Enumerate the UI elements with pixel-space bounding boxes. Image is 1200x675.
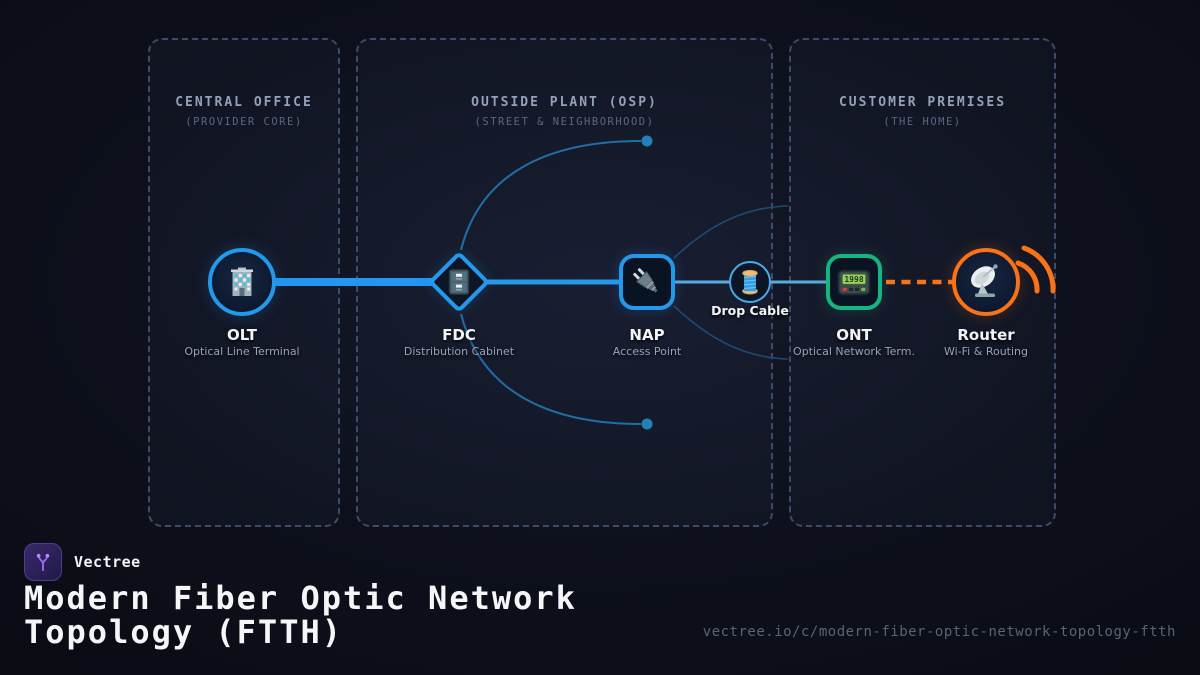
vectree-logo xyxy=(24,543,62,581)
zone-subtitle: (STREET & NEIGHBORHOOD) xyxy=(474,116,655,128)
router-sublabel: Wi-Fi & Routing xyxy=(944,345,1028,358)
wifi-wave-icon xyxy=(1015,260,1040,294)
splitter-branch-bottom xyxy=(460,313,642,425)
zone-subtitle: (PROVIDER CORE) xyxy=(185,116,303,128)
wifi-wave-icon xyxy=(1021,245,1056,294)
router-label: Router xyxy=(957,326,1015,344)
poster-title: Modern Fiber Optic Network Topology (FTT… xyxy=(24,579,577,651)
drop-cable-label: Drop Cable xyxy=(711,303,789,318)
nap-branch-bottom xyxy=(673,305,789,360)
ont-node: 1998 xyxy=(826,254,882,310)
ont-label: ONT xyxy=(836,326,872,344)
nap-node xyxy=(619,254,675,310)
fdc-node xyxy=(427,250,491,314)
router-node xyxy=(952,248,1020,316)
zone-title: CUSTOMER PREMISES xyxy=(838,95,1007,110)
branch-tree-icon xyxy=(36,553,50,572)
drop-cable-node xyxy=(729,261,771,303)
nap-branch-top xyxy=(673,205,789,259)
zone-title: CENTRAL OFFICE xyxy=(175,95,313,110)
building-icon xyxy=(231,267,253,296)
ont-sublabel: Optical Network Term. xyxy=(793,345,915,358)
poster-url: vectree.io/c/modern-fiber-optic-network-… xyxy=(702,624,1176,640)
nap-sublabel: Access Point xyxy=(612,345,682,358)
pager-icon: 1998 xyxy=(837,269,871,295)
spool-icon xyxy=(742,269,758,295)
satellite-dish-icon xyxy=(971,264,998,297)
olt-node xyxy=(208,248,276,316)
fdc-label: FDC xyxy=(442,326,476,344)
splitter-branch-top xyxy=(460,140,642,251)
brand-name: Vectree xyxy=(74,553,141,571)
olt-label: OLT xyxy=(226,326,258,344)
nap-label: NAP xyxy=(629,326,665,344)
branch-endpoint-dot xyxy=(641,135,653,147)
plug-icon xyxy=(633,268,658,293)
brand-row: Vectree xyxy=(24,543,141,581)
olt-sublabel: Optical Line Terminal xyxy=(184,345,300,358)
cabinet-icon xyxy=(448,269,470,295)
zone-subtitle: (THE HOME) xyxy=(883,116,962,128)
fdc-sublabel: Distribution Cabinet xyxy=(403,345,515,358)
zone-title: OUTSIDE PLANT (OSP) xyxy=(471,95,658,110)
pager-screen-text: 1998 xyxy=(844,275,863,284)
branch-endpoint-dot xyxy=(641,418,653,430)
